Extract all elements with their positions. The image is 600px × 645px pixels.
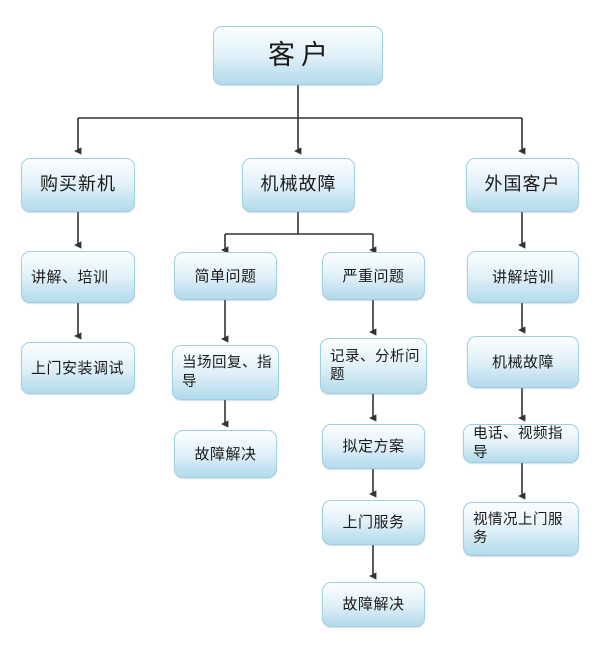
- node-buy-new-machine[interactable]: 购买新机: [21, 158, 135, 212]
- node-label: 上门安装调试: [31, 358, 125, 377]
- node-label: 故障解决: [194, 444, 257, 463]
- node-fault-resolved-severe[interactable]: 故障解决: [322, 582, 425, 627]
- node-explain-training[interactable]: 讲解、培训: [21, 251, 135, 303]
- node-root-customer[interactable]: 客户: [213, 26, 383, 85]
- node-severe-problem[interactable]: 严重问题: [322, 252, 425, 300]
- node-draft-plan[interactable]: 拟定方案: [322, 424, 425, 469]
- node-fault-resolved-simple[interactable]: 故障解决: [174, 430, 277, 478]
- node-foreign-customer[interactable]: 外国客户: [466, 158, 579, 212]
- node-simple-problem[interactable]: 简单问题: [174, 252, 277, 300]
- node-label: 外国客户: [484, 173, 561, 195]
- node-label: 购买新机: [40, 173, 116, 195]
- edge-mid-split: [220, 212, 377, 254]
- node-label: 客户: [268, 39, 334, 71]
- node-phone-video-guidance[interactable]: 电话、视频指导: [463, 424, 579, 463]
- node-label: 视情况上门服务: [473, 511, 563, 546]
- node-label: 机械故障: [491, 352, 554, 371]
- node-onsite-service-if-needed[interactable]: 视情况上门服务: [463, 502, 579, 556]
- node-onsite-service[interactable]: 上门服务: [322, 500, 425, 545]
- node-label: 简单问题: [194, 266, 257, 285]
- node-onsite-install-debug[interactable]: 上门安装调试: [21, 342, 135, 394]
- node-label: 电话、视频指导: [473, 426, 563, 461]
- node-mechanical-failure[interactable]: 机械故障: [242, 158, 355, 212]
- node-label: 严重问题: [342, 266, 405, 285]
- node-label: 上门服务: [342, 513, 405, 532]
- edge-root-to-bus: [73, 85, 526, 155]
- node-explain-training-foreign[interactable]: 讲解培训: [467, 251, 579, 303]
- node-onsite-reply-guidance[interactable]: 当场回复、指导: [172, 345, 279, 400]
- node-label: 机械故障: [260, 173, 337, 195]
- node-mechanical-failure-foreign[interactable]: 机械故障: [467, 336, 579, 388]
- node-label: 当场回复、指导: [182, 355, 272, 390]
- node-label: 讲解、培训: [31, 267, 109, 286]
- node-record-analyze-problem[interactable]: 记录、分析问题: [320, 338, 427, 394]
- node-label: 拟定方案: [342, 437, 405, 456]
- node-label: 故障解决: [342, 595, 405, 614]
- node-label: 记录、分析问题: [330, 348, 420, 383]
- node-label: 讲解培训: [491, 267, 554, 286]
